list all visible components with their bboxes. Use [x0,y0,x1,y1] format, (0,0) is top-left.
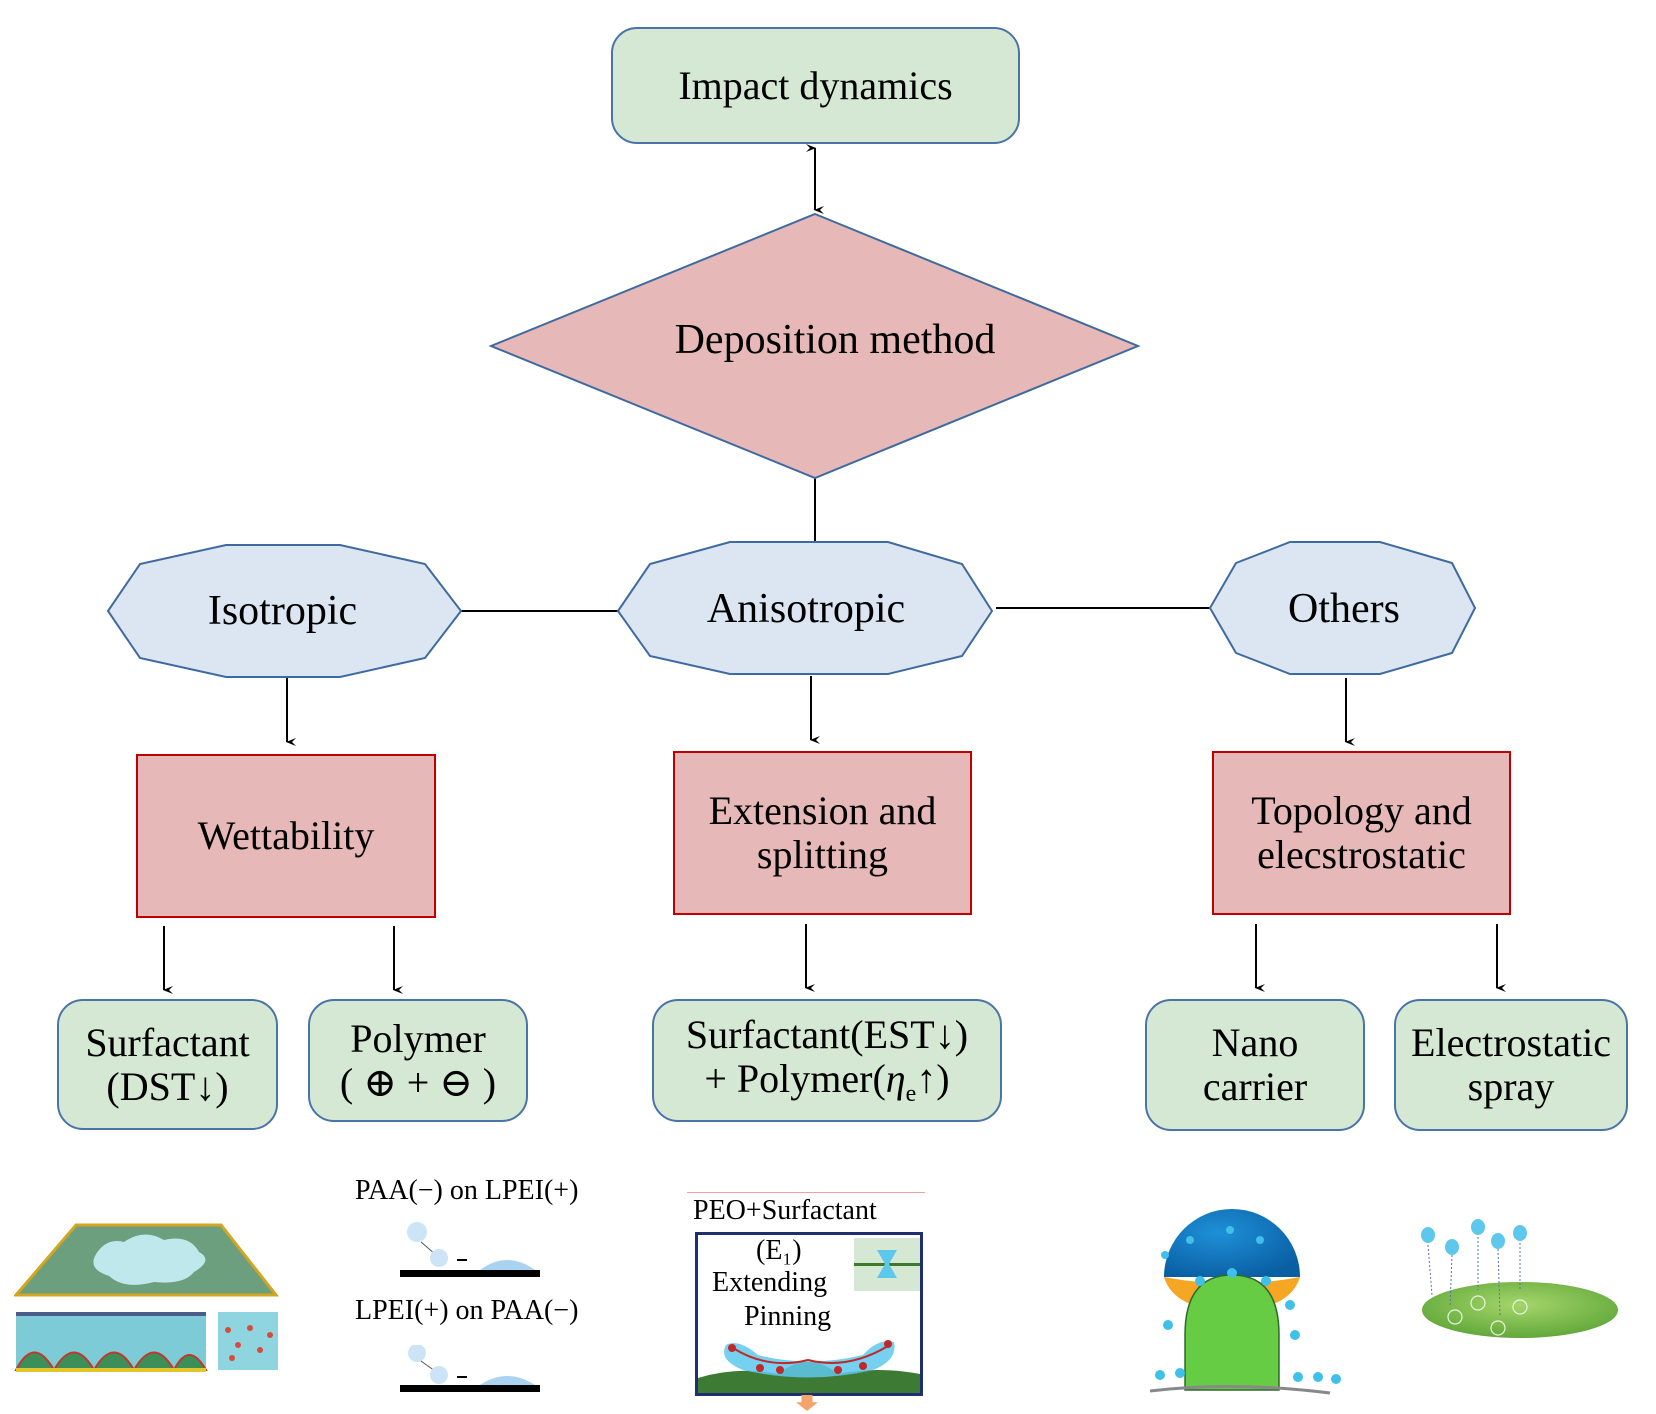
surfactant-dst-line1: Surfactant [85,1019,250,1065]
eta-subscript: e [905,1081,917,1108]
others-shape [1208,541,1477,675]
surfactant-dst-node: Surfactant (DST↓) [57,999,278,1130]
peo-surfactant-illustration: PEO+Surfactant (E₁) Extending Pinning [687,1175,937,1411]
orange-down-arrow [796,1395,818,1411]
pink-rule [687,1192,925,1193]
paa-on-lpei-illustration [400,1222,540,1277]
others-node: Others [1236,574,1452,644]
isotropic-label: Isotropic [207,588,358,634]
surfactant-polymer-node: Surfactant(EST↓) + Polymer(ηe↑) [652,999,1002,1122]
pinned-droplet [698,1340,920,1393]
combo-line2: + Polymer(ηe↑) [704,1056,950,1108]
combo-line2-pre: + Polymer( [704,1056,886,1102]
polymer-line2: ( ⊕ + ⊖ ) [339,1059,497,1105]
decision-diamond [488,212,1141,480]
nano-carrier-illustration [1150,1209,1341,1395]
electrostatic-spray-illustration [1421,1219,1618,1338]
isotropic-shape [106,544,463,678]
e1-label: (E₁) [756,1235,802,1266]
electro-line2: spray [1467,1064,1555,1109]
nano-carrier-node: Nano carrier [1145,999,1365,1131]
anisotropic-shape [616,541,994,675]
peo-surfactant-title: PEO+Surfactant [693,1195,877,1226]
eta-symbol: η [885,1056,906,1102]
peo-panel: (E₁) Extending Pinning [695,1232,923,1396]
impact-dynamics-label: Impact dynamics [678,62,953,108]
topology-line2: elecstrostatic [1257,832,1466,877]
extending-label: Extending [712,1267,828,1298]
topology-electrostatic-node: Topology and elecstrostatic [1212,751,1511,915]
impact-dynamics-node: Impact dynamics [611,27,1020,144]
wettability-node: Wettability [136,754,436,918]
anisotropic-label: Anisotropic [706,586,906,632]
inset-bridge [854,1238,920,1291]
electrostatic-spray-node: Electrostatic spray [1394,999,1628,1131]
lpei-on-paa-caption: LPEI(+) on PAA(−) [355,1295,579,1326]
extension-line1: Extension and [708,788,937,833]
extension-line2: splitting [756,832,889,877]
deposition-method-label-wrap: Deposition method [560,300,1110,380]
extension-splitting-node: Extension and splitting [673,751,972,915]
lpei-on-paa-illustration [400,1345,540,1392]
anisotropic-node: Anisotropic [650,574,962,644]
topology-line1: Topology and [1251,788,1472,833]
combo-line2-post: ↑) [916,1056,950,1102]
polymer-node: Polymer ( ⊕ + ⊖ ) [308,999,528,1122]
paa-on-lpei-caption: PAA(−) on LPEI(+) [355,1175,579,1206]
isotropic-node: Isotropic [140,576,425,646]
electro-line1: Electrostatic [1411,1020,1611,1065]
wettability-label: Wettability [197,813,375,858]
others-label: Others [1288,586,1400,632]
pinning-label: Pinning [744,1301,832,1332]
polymer-line1: Polymer [350,1015,486,1061]
deposition-method-label: Deposition method [674,317,996,363]
nano-line1: Nano [1211,1020,1299,1065]
surfactant-splash-illustration [14,1223,280,1373]
combo-line1: Surfactant(EST↓) [685,1012,969,1058]
nano-line2: carrier [1202,1064,1308,1109]
surfactant-dst-line2: (DST↓) [106,1063,229,1109]
